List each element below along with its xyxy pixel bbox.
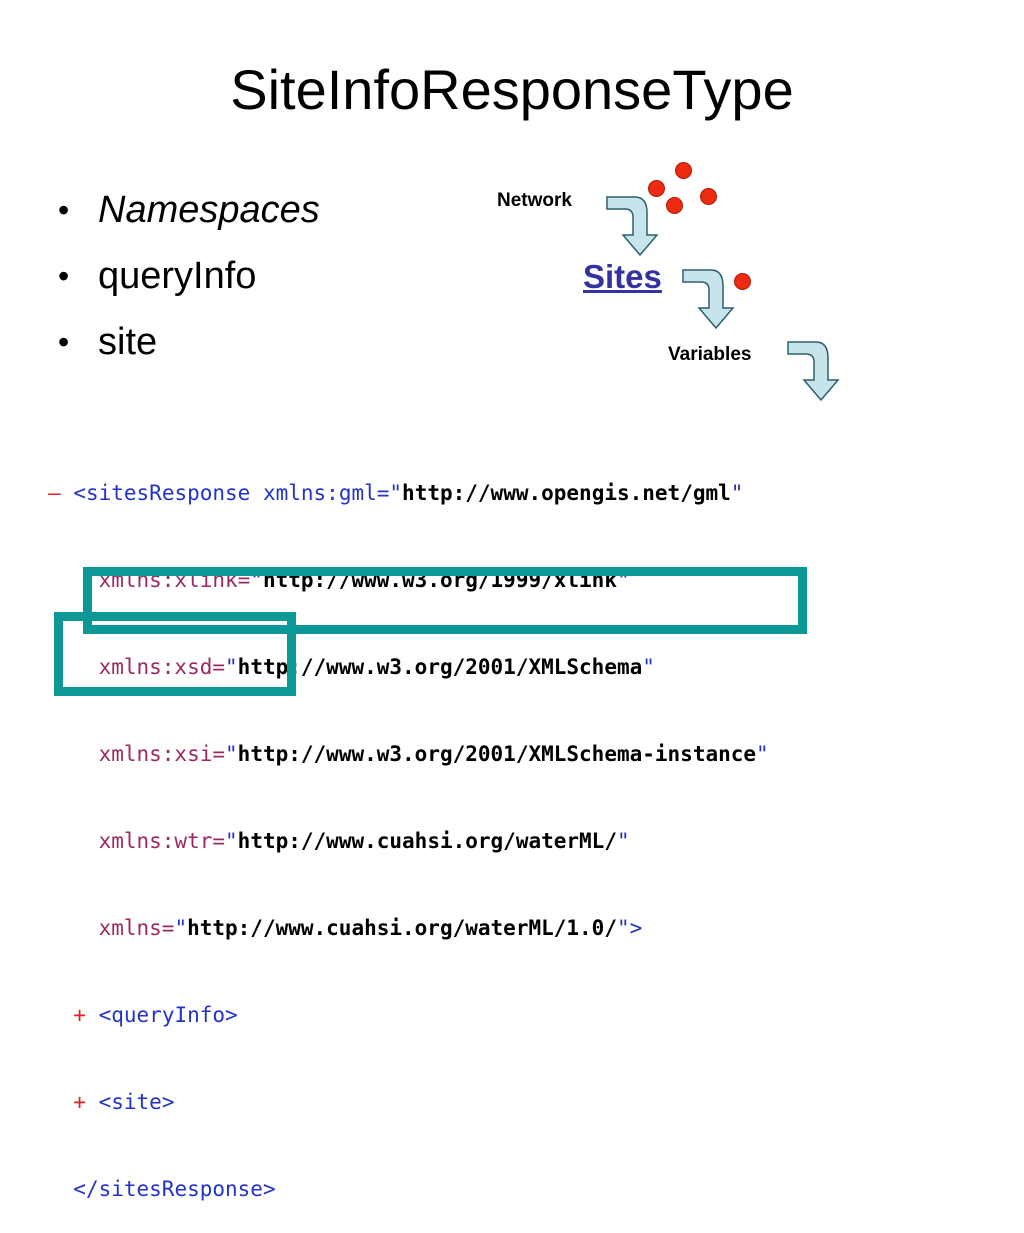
bullet-glyph: •	[58, 258, 70, 294]
network-label: Network	[497, 190, 572, 211]
collapse-toggle[interactable]: –	[48, 481, 61, 505]
curved-arrow-down-icon	[682, 269, 735, 330]
xml-attr: xmlns:xsd=	[98, 655, 226, 679]
xml-attr: xmlns=	[98, 916, 175, 940]
network-dot	[648, 180, 665, 197]
curved-arrow-down-icon	[787, 341, 840, 402]
bullet-item-site: • site	[58, 320, 320, 386]
bullet-glyph: •	[58, 192, 70, 228]
slide-title: SiteInfoResponseType	[230, 58, 794, 121]
xml-attr: xmlns:xsi=	[98, 742, 226, 766]
xml-value: http://www.cuahsi.org/waterML/	[237, 829, 617, 853]
variables-label: Variables	[668, 344, 752, 365]
sites-dot	[734, 273, 751, 290]
highlight-box-children	[54, 612, 296, 696]
xml-line: xmlns="http://www.cuahsi.org/waterML/1.0…	[98, 916, 643, 940]
curved-arrow-down-icon	[606, 196, 659, 257]
bullet-list: • Namespaces • queryInfo • site	[58, 188, 320, 386]
xml-line-closing: </sitesResponse>	[48, 1175, 769, 1204]
xml-attr: <sitesResponse xmlns:gml=	[73, 481, 390, 505]
expand-toggle[interactable]: +	[73, 1003, 86, 1027]
xml-value: http://www.w3.org/2001/XMLSchema	[237, 655, 643, 679]
xml-line: xmlns:wtr="http://www.cuahsi.org/waterML…	[98, 829, 630, 853]
bullet-label: queryInfo	[98, 255, 257, 297]
sites-link[interactable]: Sites	[583, 258, 662, 295]
network-dot	[666, 197, 683, 214]
xml-line-root: – <sitesResponse xmlns:gml="http://www.o…	[48, 481, 744, 505]
xml-line-site: + <site>	[48, 1088, 769, 1117]
xml-line-queryinfo: + <queryInfo>	[48, 1001, 769, 1030]
xml-value: http://www.w3.org/2001/XMLSchema-instanc…	[237, 742, 757, 766]
network-dot	[675, 162, 692, 179]
highlight-box-namespaces	[83, 567, 807, 634]
xml-attr: xmlns:wtr=	[98, 829, 226, 853]
bullet-item-namespaces: • Namespaces	[58, 188, 320, 254]
xml-value: http://www.cuahsi.org/waterML/1.0/	[187, 916, 617, 940]
bullet-item-queryinfo: • queryInfo	[58, 254, 320, 320]
bullet-label: site	[98, 321, 158, 363]
xml-document-view: – <sitesResponse xmlns:gml="http://www.o…	[48, 421, 769, 1233]
xml-value: http://www.opengis.net/gml	[402, 481, 731, 505]
bullet-glyph: •	[58, 324, 70, 360]
bullet-label: Namespaces	[98, 189, 320, 231]
xml-tag: <queryInfo>	[98, 1003, 238, 1027]
xml-tag: </sitesResponse>	[73, 1177, 276, 1201]
network-dot	[700, 188, 717, 205]
expand-toggle[interactable]: +	[73, 1090, 86, 1114]
xml-line: xmlns:xsi="http://www.w3.org/2001/XMLSch…	[98, 742, 769, 766]
xml-line: xmlns:xsd="http://www.w3.org/2001/XMLSch…	[98, 655, 655, 679]
xml-tag: <site>	[98, 1090, 175, 1114]
